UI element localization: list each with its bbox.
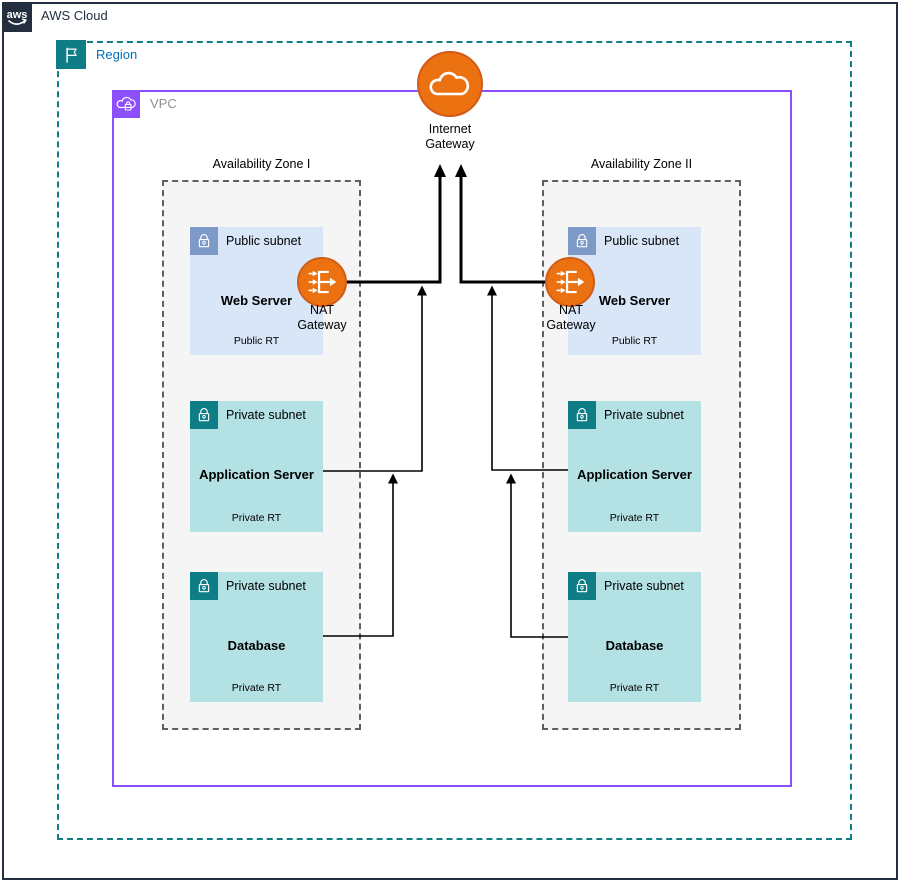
aws-logo-icon: aws: [2, 2, 32, 32]
lock-icon: [568, 227, 596, 255]
route-table-label: Public RT: [233, 335, 280, 347]
vpc-title: VPC: [150, 96, 177, 111]
private-subnet-db-az2: Private subnet Database Private RT: [568, 572, 701, 702]
availability-zone-2-label: Availability Zone II: [590, 157, 693, 171]
lock-icon: [190, 401, 218, 429]
subnet-label: Private subnet: [604, 579, 684, 593]
private-subnet-db-az1: Private subnet Database Private RT: [190, 572, 323, 702]
nat-gateway-icon-az1: [297, 257, 347, 307]
route-table-label: Private RT: [231, 512, 282, 524]
aws-cloud-title: AWS Cloud: [41, 8, 108, 23]
subnet-label: Public subnet: [604, 234, 680, 248]
server-name: Database: [227, 638, 286, 653]
region-flag-icon: [56, 40, 86, 69]
region-title: Region: [96, 47, 138, 62]
server-name: Application Server: [199, 467, 314, 482]
lock-icon: [190, 572, 218, 600]
server-name: Web Server: [220, 293, 293, 308]
region-group: [57, 41, 852, 840]
nat-gateway-label-az2: NAT Gateway: [546, 303, 596, 332]
subnet-label: Public subnet: [226, 234, 302, 248]
route-table-label: Private RT: [231, 682, 282, 694]
server-name: Database: [605, 638, 664, 653]
private-subnet-app-az2: Private subnet Application Server Privat…: [568, 401, 701, 532]
internet-gateway-icon: [417, 51, 483, 117]
private-subnet-app-az1: Private subnet Application Server Privat…: [190, 401, 323, 532]
lock-icon: [568, 401, 596, 429]
subnet-label: Private subnet: [226, 579, 306, 593]
route-table-label: Private RT: [609, 682, 660, 694]
route-table-label: Public RT: [611, 335, 658, 347]
vpc-cloud-lock-icon: [112, 90, 140, 118]
availability-zone-1-label: Availability Zone I: [212, 157, 311, 171]
subnet-label: Private subnet: [226, 408, 306, 422]
route-table-label: Private RT: [609, 512, 660, 524]
subnet-label: Private subnet: [604, 408, 684, 422]
lock-icon: [568, 572, 596, 600]
nat-gateway-label-az1: NAT Gateway: [297, 303, 347, 332]
server-name: Application Server: [577, 467, 692, 482]
lock-icon: [190, 227, 218, 255]
svg-text:aws: aws: [7, 9, 28, 21]
server-name: Web Server: [598, 293, 671, 308]
nat-gateway-icon-az2: [545, 257, 595, 307]
internet-gateway-label: Internet Gateway: [425, 122, 475, 151]
